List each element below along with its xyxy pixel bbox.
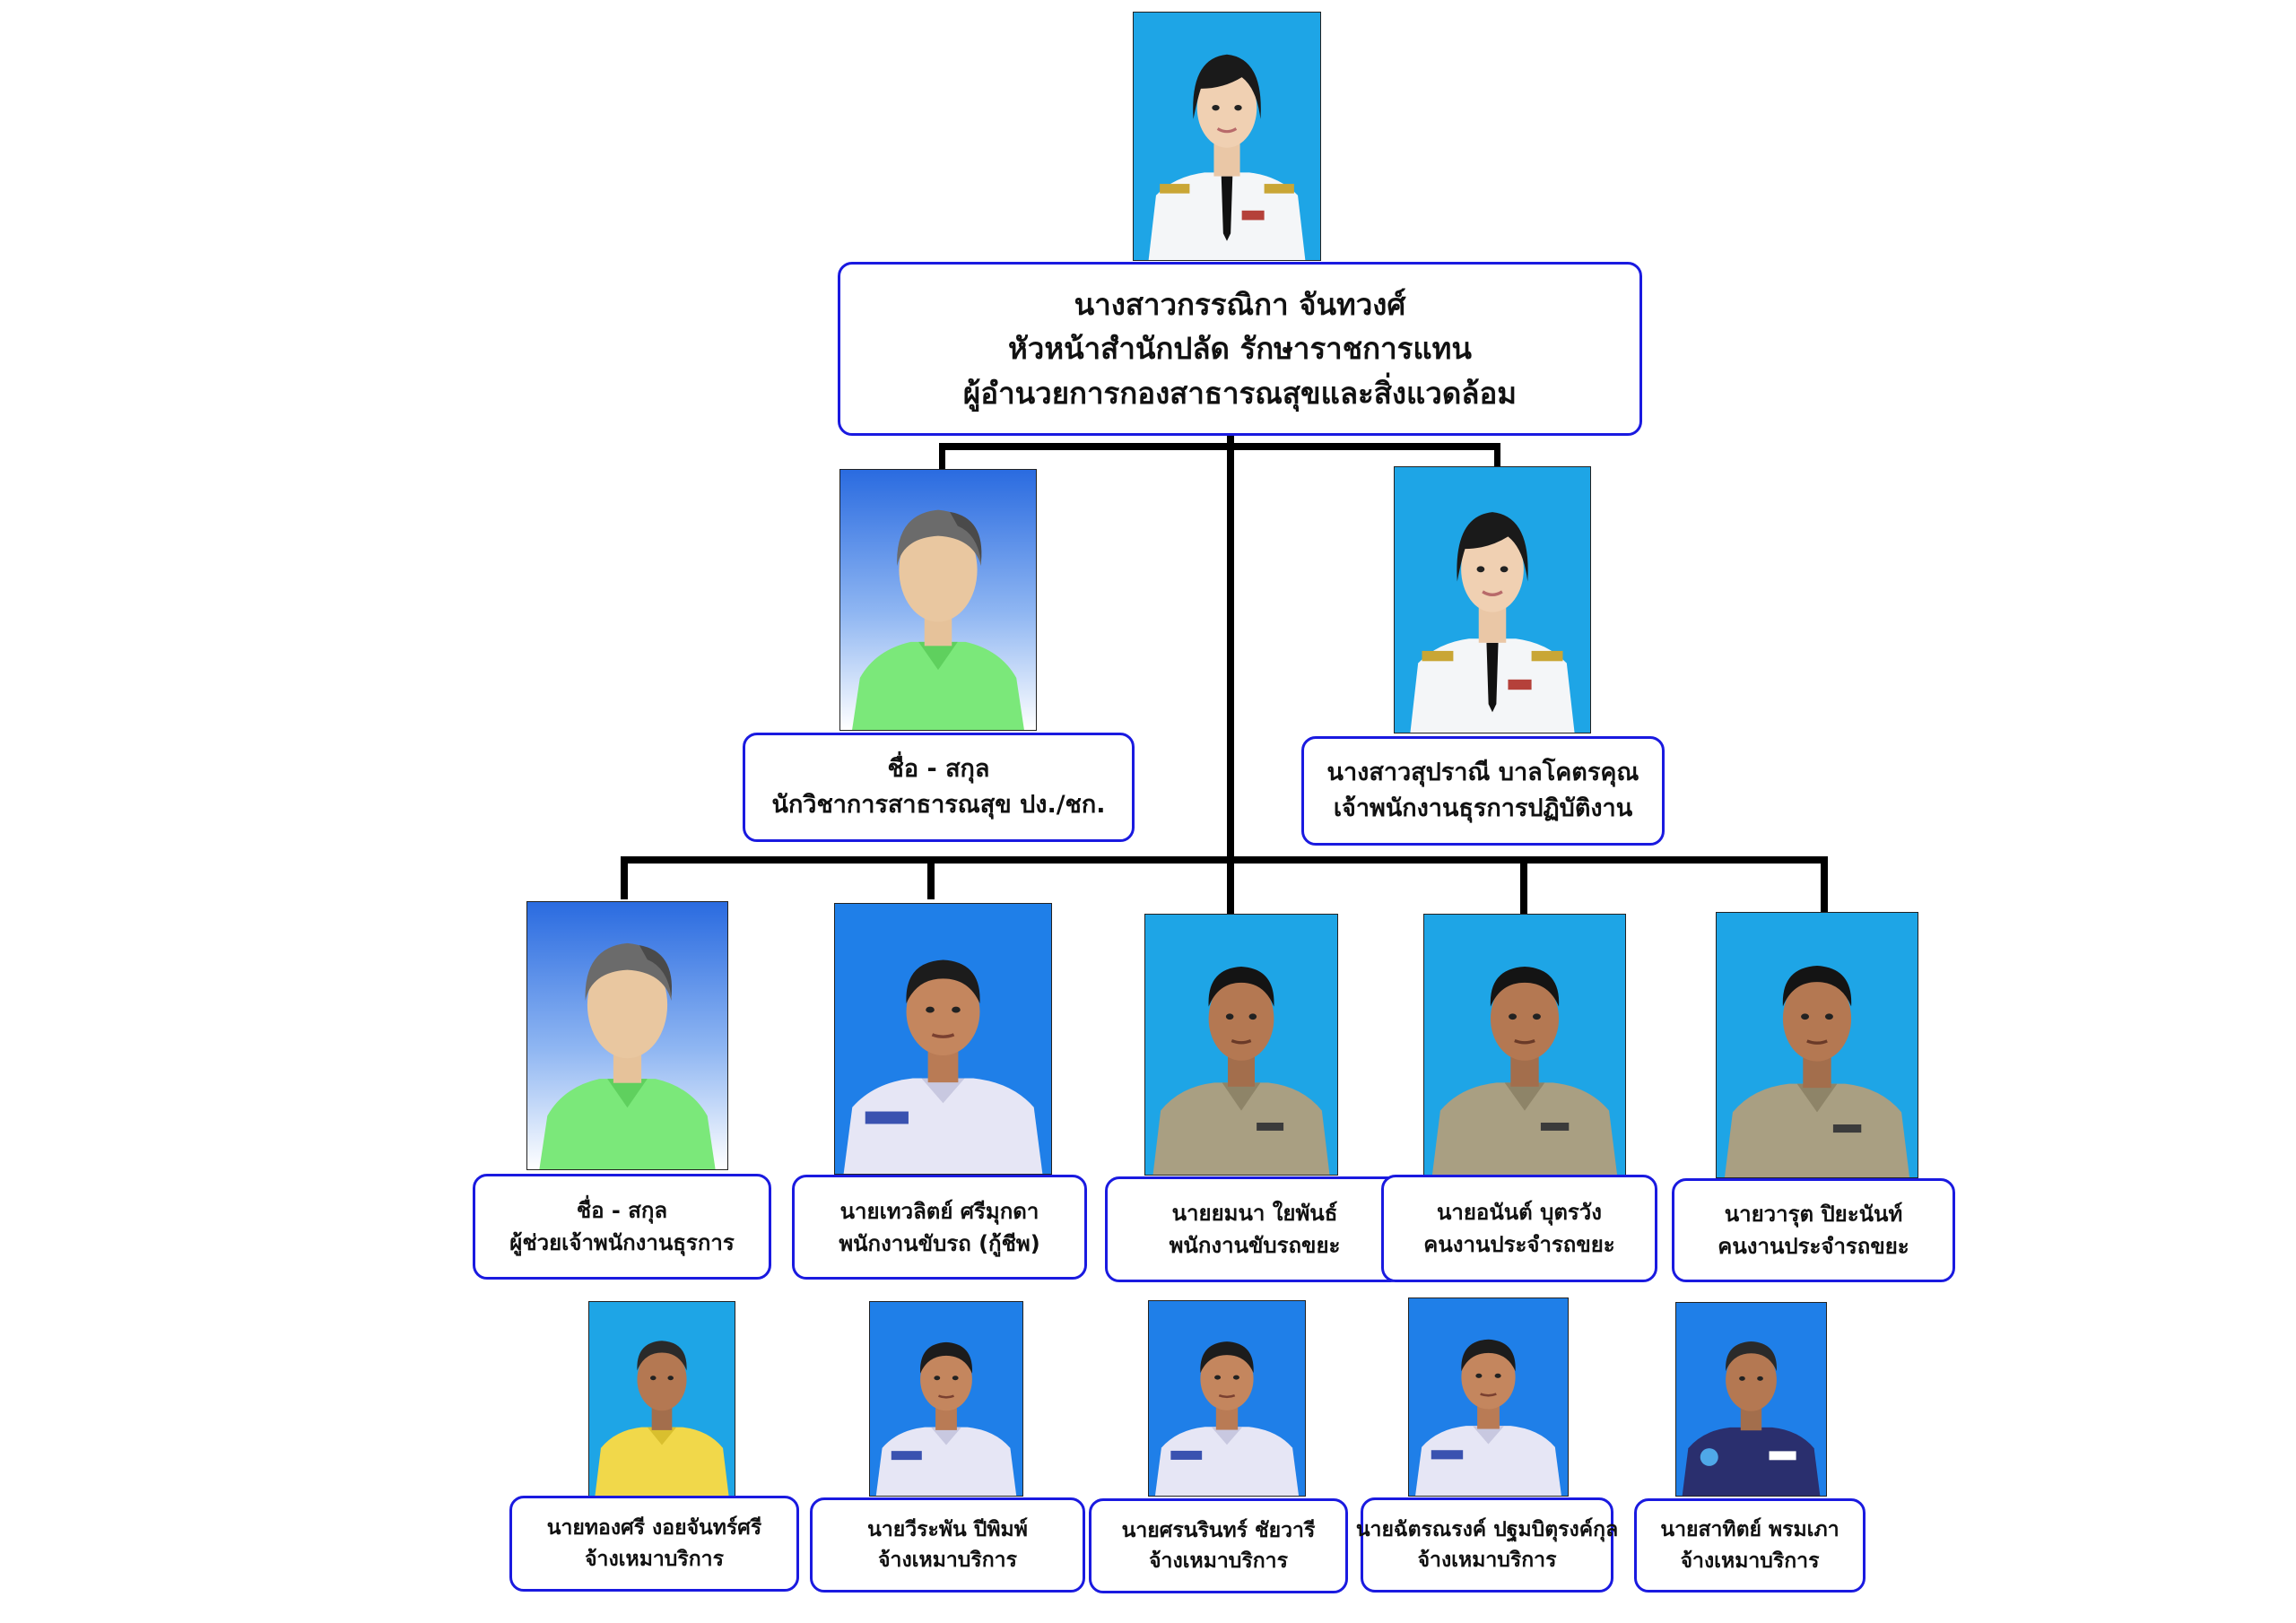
contractor-1-box: นายทองศรี งอยจันทร์ศรี จ้างเหมาบริการ (509, 1496, 799, 1592)
ambulance-driver-position: พนักงานขับรถ (กู้ชีพ) (839, 1230, 1040, 1256)
ambulance-driver-name: นายเทวลิตย์ ศรีมุกดา (839, 1198, 1039, 1224)
photo-contractor-2 (869, 1301, 1023, 1497)
photo-head-director (1133, 12, 1321, 261)
assistant-admin-box: ชื่อ - สกุล ผู้ช่วยเจ้าพนักงานธุรการ (473, 1174, 771, 1280)
person-portrait-icon (589, 1302, 735, 1496)
contractor-4-position: จ้างเหมาบริการ (1417, 1549, 1557, 1572)
assistant-admin-position: ผู้ช่วยเจ้าพนักงานธุรการ (509, 1230, 735, 1255)
ambulance-driver-box: นายเทวลิตย์ ศรีมุกดา พนักงานขับรถ (กู้ชี… (792, 1175, 1087, 1280)
person-portrait-icon (1145, 915, 1337, 1175)
person-portrait-icon (1134, 13, 1320, 260)
admin-officer-box: นางสาวสุปราณี บาลโคตรคุณ เจ้าพนักงานธุรก… (1301, 736, 1665, 846)
person-portrait-icon (835, 904, 1051, 1174)
garbage-worker-1-name: นายอนันต์ บุตรวัง (1436, 1200, 1603, 1225)
contractor-1-name: นายทองศรี งอยจันทร์ศรี (546, 1516, 762, 1540)
garbage-truck-driver-position: พนักงานขับรถขยะ (1169, 1233, 1341, 1258)
photo-garbage-worker-1 (1423, 914, 1626, 1176)
connector-line (939, 443, 1498, 450)
connector-line (1520, 856, 1527, 919)
photo-garbage-truck-driver (1144, 914, 1338, 1176)
public-health-officer-box: ชื่อ - สกุล นักวิชาการสาธารณสุข ปง./ชก. (743, 733, 1135, 842)
contractor-3-position: จ้างเหมาบริการ (1149, 1549, 1288, 1573)
contractor-3-name: นายศรนรินทร์ ชัยวารี (1121, 1518, 1316, 1542)
connector-line (1821, 856, 1828, 919)
connector-line (1494, 443, 1500, 473)
garbage-worker-2-position: คนงานประจำรถขยะ (1718, 1234, 1909, 1259)
head-director-box: นางสาวกรรณิกา จันทวงศ์ หัวหน้าสำนักปลัด … (838, 262, 1642, 436)
garbage-truck-driver-name: นายยมนา ใยพันธ์ (1171, 1201, 1338, 1226)
photo-garbage-worker-2 (1716, 912, 1918, 1178)
person-portrait-icon (870, 1302, 1022, 1496)
contractor-1-position: จ้างเหมาบริการ (585, 1547, 724, 1571)
contractor-2-position: จ้างเหมาบริการ (878, 1549, 1017, 1572)
connector-line (621, 856, 1828, 864)
photo-public-health-officer (839, 469, 1037, 731)
contractor-5-box: นายสาทิตย์ พรมเภา จ้างเหมาบริการ (1634, 1498, 1866, 1593)
connector-line (1227, 856, 1234, 919)
admin-officer-name: นางสาวสุปราณี บาลโคตรคุณ (1326, 758, 1639, 786)
contractor-2-box: นายวีระพัน ปีพิมพ์ จ้างเหมาบริการ (810, 1497, 1085, 1593)
admin-officer-position: เจ้าพนักงานธุรการปฏิบัติงาน (1333, 794, 1633, 822)
garbage-worker-1-position: คนงานประจำรถขยะ (1423, 1232, 1615, 1257)
public-health-officer-name: ชื่อ - สกุล (887, 754, 990, 783)
connector-line (927, 856, 935, 899)
photo-admin-officer (1394, 466, 1591, 733)
connector-line (939, 443, 945, 473)
garbage-worker-1-box: นายอนันต์ บุตรวัง คนงานประจำรถขยะ (1381, 1175, 1657, 1282)
contractor-4-box: นายฉัตรณรงค์ ปฐมบิตุรงค์กุล จ้างเหมาบริก… (1356, 1497, 1618, 1593)
contractor-4-name: นายฉัตรณรงค์ ปฐมบิตุรงค์กุล (1355, 1517, 1619, 1541)
head-director-title-line1: หัวหน้าสำนักปลัด รักษาราชการแทน (1008, 331, 1472, 367)
person-portrait-icon (1149, 1301, 1305, 1496)
person-portrait-icon (1395, 467, 1590, 733)
garbage-worker-2-box: นายวารุต ปิยะนันท์ คนงานประจำรถขยะ (1672, 1178, 1955, 1282)
head-director-name: นางสาวกรรณิกา จันทวงศ์ (1074, 286, 1406, 322)
contractor-5-name: นายสาทิตย์ พรมเภา (1660, 1518, 1839, 1541)
contractor-2-name: นายวีระพัน ปีพิมพ์ (867, 1517, 1028, 1541)
photo-assistant-admin (526, 901, 728, 1170)
person-portrait-icon (1676, 1303, 1826, 1496)
head-director-title-line2: ผู้อำนวยการกองสาธารณสุขและสิ่งแวดล้อม (962, 375, 1518, 411)
person-portrait-icon (1409, 1298, 1568, 1496)
garbage-truck-driver-box: นายยมนา ใยพันธ์ พนักงานขับรถขยะ (1105, 1176, 1405, 1282)
photo-ambulance-driver (834, 903, 1052, 1175)
connector-line (1227, 436, 1234, 863)
photo-contractor-5 (1675, 1302, 1827, 1497)
photo-contractor-3 (1148, 1300, 1306, 1497)
public-health-officer-position: นักวิชาการสาธารณสุข ปง./ชก. (771, 791, 1106, 819)
garbage-worker-2-name: นายวารุต ปิยะนันท์ (1724, 1202, 1903, 1227)
person-portrait-icon (1717, 913, 1918, 1177)
connector-line (621, 856, 628, 899)
photo-contractor-1 (588, 1301, 735, 1497)
assistant-admin-name: ชื่อ - สกุล (576, 1198, 668, 1223)
contractor-3-box: นายศรนรินทร์ ชัยวารี จ้างเหมาบริการ (1089, 1498, 1348, 1593)
person-silhouette-placeholder-icon (840, 470, 1036, 730)
photo-contractor-4 (1408, 1298, 1569, 1497)
contractor-5-position: จ้างเหมาบริการ (1680, 1549, 1820, 1573)
person-silhouette-placeholder-icon (527, 902, 727, 1169)
person-portrait-icon (1424, 915, 1625, 1175)
